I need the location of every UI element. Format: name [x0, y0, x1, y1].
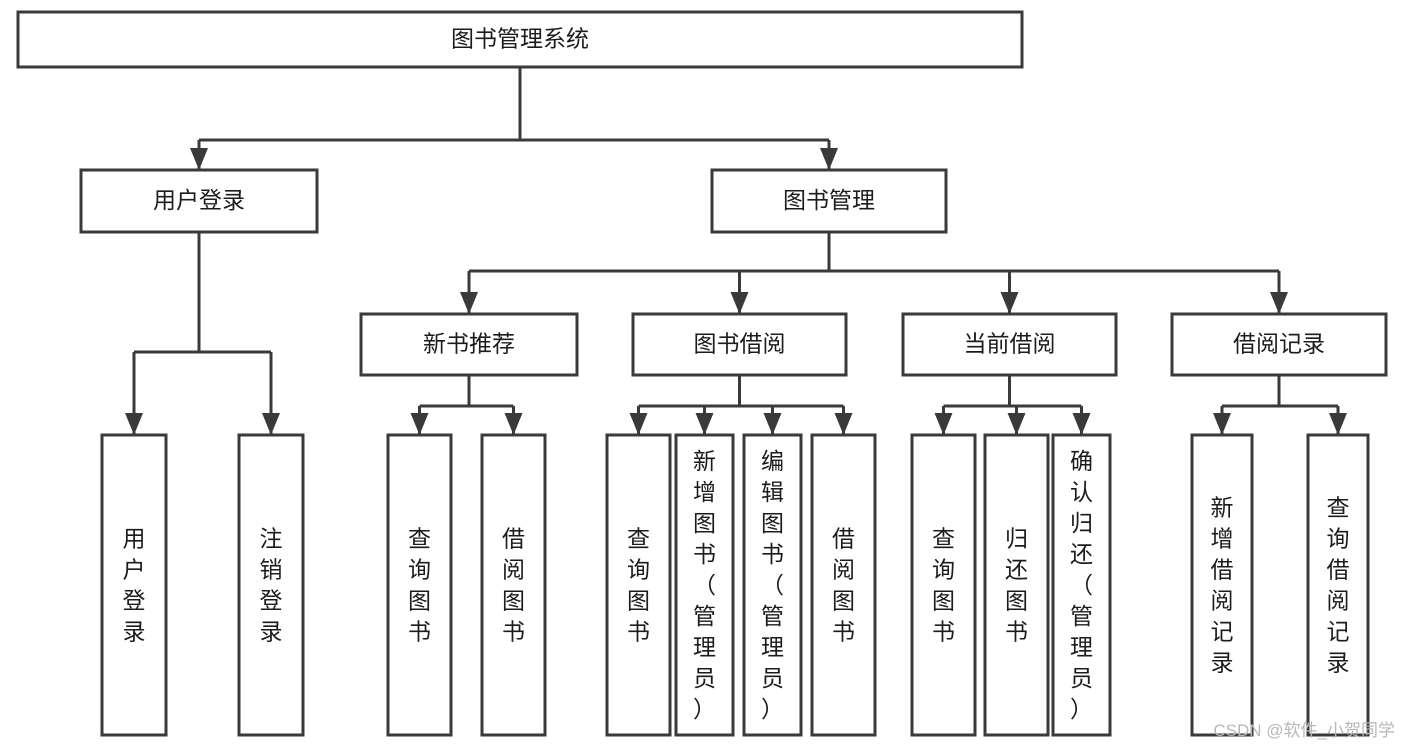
node-level2-0[interactable]: 用户登录 [79, 168, 319, 234]
arrow-head-icon-leaf-10 [1072, 413, 1091, 435]
node-leaf-0-box[interactable] [100, 433, 168, 737]
arrow-head-icon-leaf-11 [1213, 413, 1231, 435]
node-leaf-5-label: 新增图书（管理员） [693, 448, 716, 722]
node-leaf-6[interactable]: 编辑图书（管理员） [742, 433, 803, 737]
node-leaf-7[interactable]: 借阅图书 [810, 433, 877, 737]
node-level3-1[interactable]: 图书借阅 [631, 312, 848, 377]
node-level2-1-box[interactable] [710, 168, 948, 234]
node-leaf-6-label: 编辑图书（管理员） [761, 448, 784, 722]
arrow-head-icon-leaf-8 [934, 413, 953, 435]
node-leaf-9[interactable]: 归还图书 [983, 433, 1050, 737]
arrow-head-icon-leaf-0 [125, 413, 143, 435]
node-leaf-3-box[interactable] [480, 433, 547, 737]
node-leaf-2-label: 查询图书 [408, 526, 431, 645]
node-root-label: 图书管理系统 [451, 26, 589, 52]
node-leaf-1-label: 注销登录 [260, 526, 283, 645]
node-leaf-12-label: 查询借阅记录 [1327, 495, 1350, 676]
node-leaf-4-label: 查询图书 [627, 526, 650, 645]
node-layer: 图书管理系统用户登录图书管理新书推荐图书借阅当前借阅借阅记录用户登录注销登录查询… [16, 10, 1388, 737]
node-leaf-3-label: 借阅图书 [502, 526, 525, 645]
node-level3-3-box[interactable] [1170, 312, 1388, 377]
node-leaf-8-label: 查询图书 [932, 526, 955, 645]
node-leaf-0-label: 用户登录 [123, 526, 146, 645]
node-leaf-5[interactable]: 新增图书（管理员） [674, 433, 735, 737]
node-leaf-11[interactable]: 新增借阅记录 [1190, 433, 1254, 737]
arrow-head-icon-leaf-1 [262, 413, 280, 435]
arrow-head-icon-leaf-3 [504, 413, 523, 435]
node-level2-1-label: 图书管理 [783, 187, 875, 213]
node-leaf-1-box[interactable] [237, 433, 305, 737]
node-leaf-4-box[interactable] [605, 433, 672, 737]
arrow-head-icon-level3-2 [1000, 292, 1019, 314]
node-leaf-1[interactable]: 注销登录 [237, 433, 305, 737]
node-leaf-4[interactable]: 查询图书 [605, 433, 672, 737]
arrow-head-icon-leaf-4 [629, 413, 648, 435]
node-leaf-6-box[interactable] [742, 433, 803, 737]
arrow-head-icon-leaf-12 [1329, 413, 1347, 435]
node-level3-3-label: 借阅记录 [1233, 331, 1325, 357]
node-leaf-10-label: 确认归还（管理员） [1070, 448, 1093, 722]
node-leaf-2-box[interactable] [386, 433, 453, 737]
arrow-head-icon-leaf-5 [695, 413, 714, 435]
node-leaf-2[interactable]: 查询图书 [386, 433, 453, 737]
node-level3-0-label: 新书推荐 [423, 331, 515, 357]
arrow-head-icon-level2-0 [190, 148, 208, 170]
node-level3-2-box[interactable] [901, 312, 1118, 377]
node-leaf-9-label: 归还图书 [1005, 526, 1028, 645]
arrow-head-icon-level3-3 [1270, 292, 1288, 314]
node-leaf-8-box[interactable] [910, 433, 977, 737]
node-leaf-9-box[interactable] [983, 433, 1050, 737]
node-leaf-11-label: 新增借阅记录 [1211, 495, 1234, 676]
node-level2-1[interactable]: 图书管理 [710, 168, 948, 234]
node-leaf-11-box[interactable] [1190, 433, 1254, 737]
node-level2-0-label: 用户登录 [153, 187, 245, 213]
node-level3-2-label: 当前借阅 [964, 331, 1056, 357]
node-root[interactable]: 图书管理系统 [16, 10, 1024, 69]
node-leaf-10[interactable]: 确认归还（管理员） [1051, 433, 1112, 737]
connector-layer [125, 67, 1347, 435]
node-level3-1-box[interactable] [631, 312, 848, 377]
node-level3-3[interactable]: 借阅记录 [1170, 312, 1388, 377]
node-level2-0-box[interactable] [79, 168, 319, 234]
node-leaf-10-box[interactable] [1051, 433, 1112, 737]
node-leaf-7-label: 借阅图书 [832, 526, 855, 645]
watermark-text: CSDN @软件_小贺同学 [1213, 721, 1395, 740]
node-level3-0[interactable]: 新书推荐 [359, 312, 579, 377]
node-leaf-12-box[interactable] [1306, 433, 1370, 737]
arrow-head-icon-level2-1 [820, 148, 838, 170]
arrow-head-icon-leaf-9 [1007, 413, 1026, 435]
arrow-head-icon-level3-0 [460, 292, 478, 314]
node-level3-2[interactable]: 当前借阅 [901, 312, 1118, 377]
node-level3-0-box[interactable] [359, 312, 579, 377]
node-level3-1-label: 图书借阅 [694, 331, 786, 357]
arrow-head-icon-leaf-7 [834, 413, 853, 435]
node-leaf-12[interactable]: 查询借阅记录 [1306, 433, 1370, 737]
node-leaf-5-box[interactable] [674, 433, 735, 737]
arrow-head-icon-level3-1 [730, 292, 749, 314]
node-leaf-7-box[interactable] [810, 433, 877, 737]
node-leaf-3[interactable]: 借阅图书 [480, 433, 547, 737]
node-leaf-0[interactable]: 用户登录 [100, 433, 168, 737]
node-leaf-8[interactable]: 查询图书 [910, 433, 977, 737]
arrow-head-icon-leaf-2 [410, 413, 429, 435]
arrow-head-icon-leaf-6 [763, 413, 782, 435]
node-root-box[interactable] [16, 10, 1024, 69]
